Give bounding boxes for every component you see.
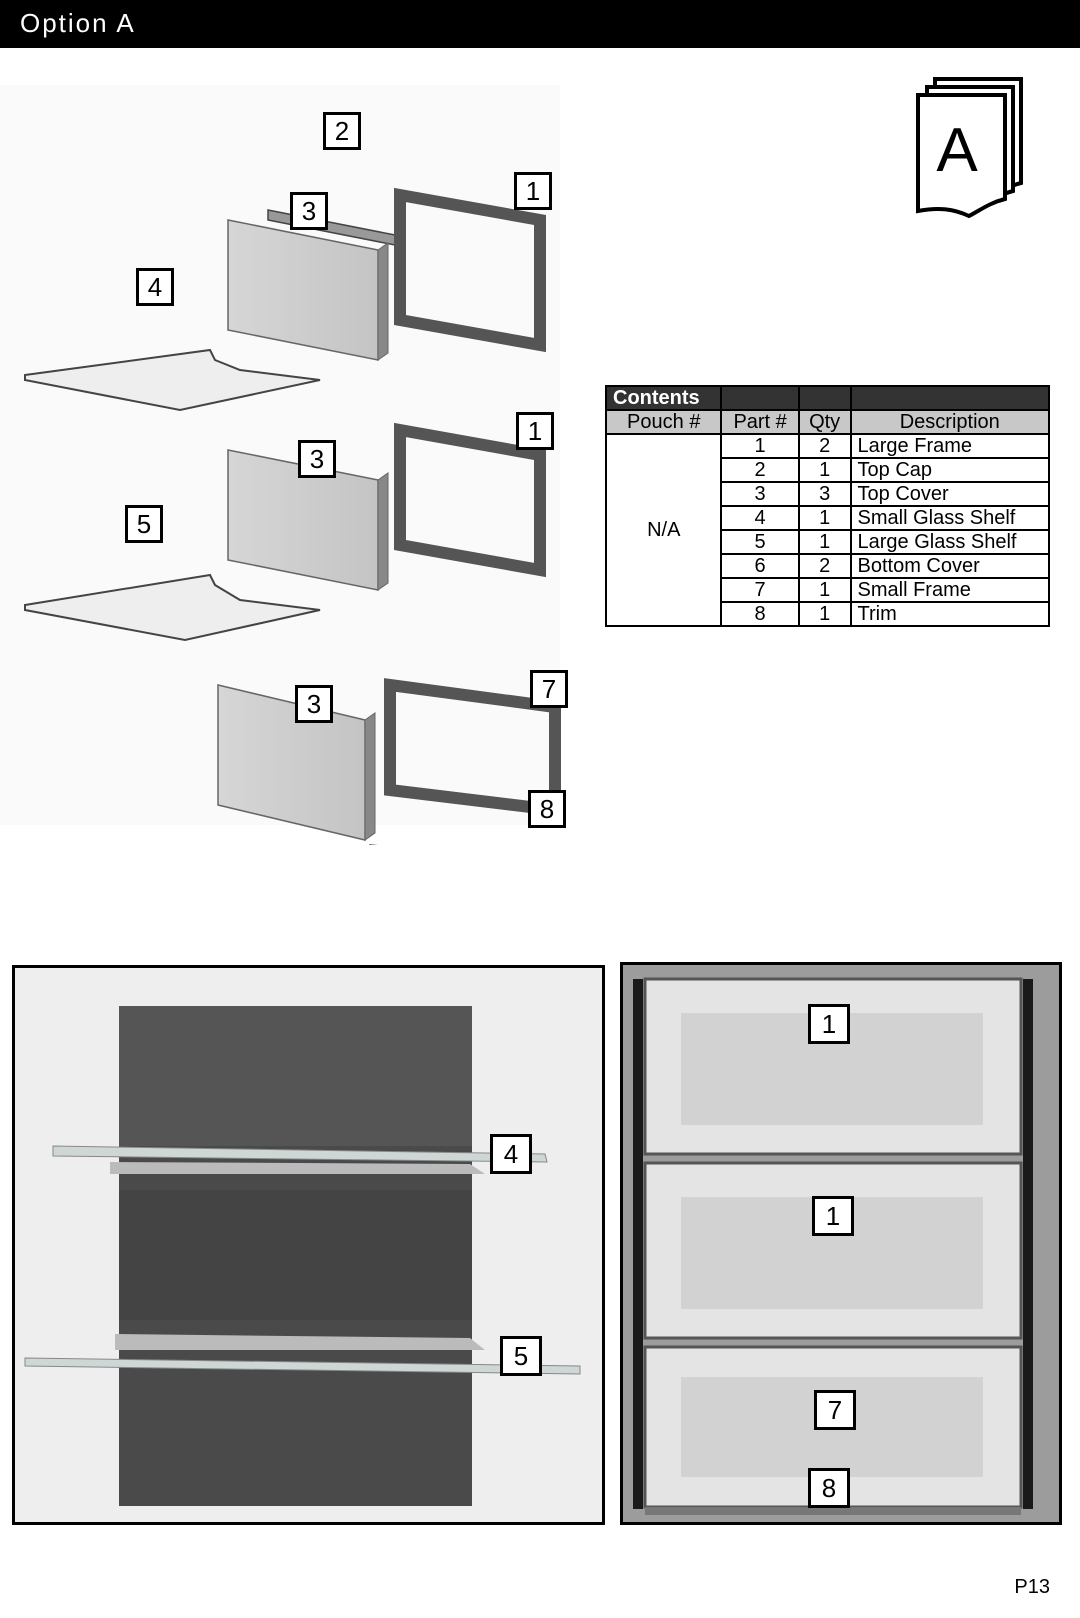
col-header-part: Part # xyxy=(720,409,800,435)
callout-small-glass-shelf: 4 xyxy=(490,1134,532,1174)
callout-top-cover: 3 xyxy=(298,440,336,478)
large-frame-part xyxy=(394,187,546,353)
assembled-shelves-drawing xyxy=(15,968,602,1522)
part-cell: 5 xyxy=(720,529,800,555)
description-cell: Small Frame xyxy=(849,577,1051,603)
callout-top-cover: 3 xyxy=(290,192,328,230)
part-cell: 6 xyxy=(720,553,800,579)
table-row: 7 1 Small Frame xyxy=(606,577,1051,603)
callout-trim: 8 xyxy=(528,790,566,828)
callout-small-glass-shelf: 4 xyxy=(136,268,174,306)
part-cell: 3 xyxy=(720,481,800,507)
description-cell: Small Glass Shelf xyxy=(849,505,1051,531)
callout-large-glass-shelf: 5 xyxy=(500,1336,542,1376)
stacked-frames-drawing xyxy=(623,965,1059,1522)
qty-cell: 2 xyxy=(797,433,852,459)
description-cell: Top Cover xyxy=(849,481,1051,507)
contents-table: Contents Pouch # Part # Qty Description … xyxy=(604,385,1051,627)
table-row: 2 1 Top Cap xyxy=(606,457,1051,483)
table-row: N/A 1 2 Large Frame xyxy=(604,433,1051,627)
col-header-pouch: Pouch # xyxy=(604,409,723,435)
assembled-shelves-photo xyxy=(12,965,605,1525)
pouch-cell: N/A xyxy=(604,433,723,627)
qty-cell: 2 xyxy=(797,553,852,579)
part-cell: 4 xyxy=(720,505,800,531)
description-cell: Large Frame xyxy=(849,433,1051,459)
table-row: 3 3 Top Cover xyxy=(606,481,1051,507)
callout-large-glass-shelf: 5 xyxy=(125,505,163,543)
pouch-a-icon: A xyxy=(915,75,1025,230)
page-number: P13 xyxy=(1014,1576,1050,1598)
callout-trim: 8 xyxy=(808,1468,850,1508)
callout-top-cover: 3 xyxy=(295,685,333,723)
description-cell: Top Cap xyxy=(849,457,1051,483)
exploded-diagram-drawing xyxy=(0,85,561,868)
part-cell: 1 xyxy=(720,433,800,459)
qty-cell: 1 xyxy=(797,577,852,603)
qty-cell: 1 xyxy=(797,601,852,627)
part-cell: 2 xyxy=(720,457,800,483)
part-cell: 7 xyxy=(720,577,800,603)
table-row: 5 1 Large Glass Shelf xyxy=(606,529,1051,555)
pouch-letter: A xyxy=(936,116,978,185)
table-row: 4 1 Small Glass Shelf xyxy=(606,505,1051,531)
callout-top-cap: 2 xyxy=(323,112,361,150)
callout-small-frame: 7 xyxy=(814,1390,856,1430)
description-cell: Bottom Cover xyxy=(849,553,1051,579)
col-header-description: Description xyxy=(849,409,1051,435)
callout-large-frame: 1 xyxy=(516,412,554,450)
callout-large-frame: 1 xyxy=(514,172,552,210)
contents-title: Contents xyxy=(604,385,723,411)
callout-large-frame: 1 xyxy=(812,1196,854,1236)
table-row: 6 2 Bottom Cover xyxy=(606,553,1051,579)
table-row: 8 1 Trim xyxy=(606,601,1051,627)
callout-large-frame: 1 xyxy=(808,1004,850,1044)
part-cell: 8 xyxy=(720,601,800,627)
description-cell: Trim xyxy=(849,601,1051,627)
qty-cell: 1 xyxy=(797,505,852,531)
page-header: Option A xyxy=(0,0,1080,48)
col-header-qty: Qty xyxy=(797,409,852,435)
qty-cell: 1 xyxy=(797,529,852,555)
description-cell: Large Glass Shelf xyxy=(849,529,1051,555)
page-title: Option A xyxy=(20,8,136,38)
large-glass-shelf-part xyxy=(24,573,321,642)
callout-small-frame: 7 xyxy=(530,670,568,708)
qty-cell: 1 xyxy=(797,457,852,483)
small-glass-shelf-part xyxy=(24,348,321,412)
qty-cell: 3 xyxy=(797,481,852,507)
stacked-frames-photo xyxy=(620,962,1062,1525)
exploded-diagram xyxy=(0,85,570,868)
